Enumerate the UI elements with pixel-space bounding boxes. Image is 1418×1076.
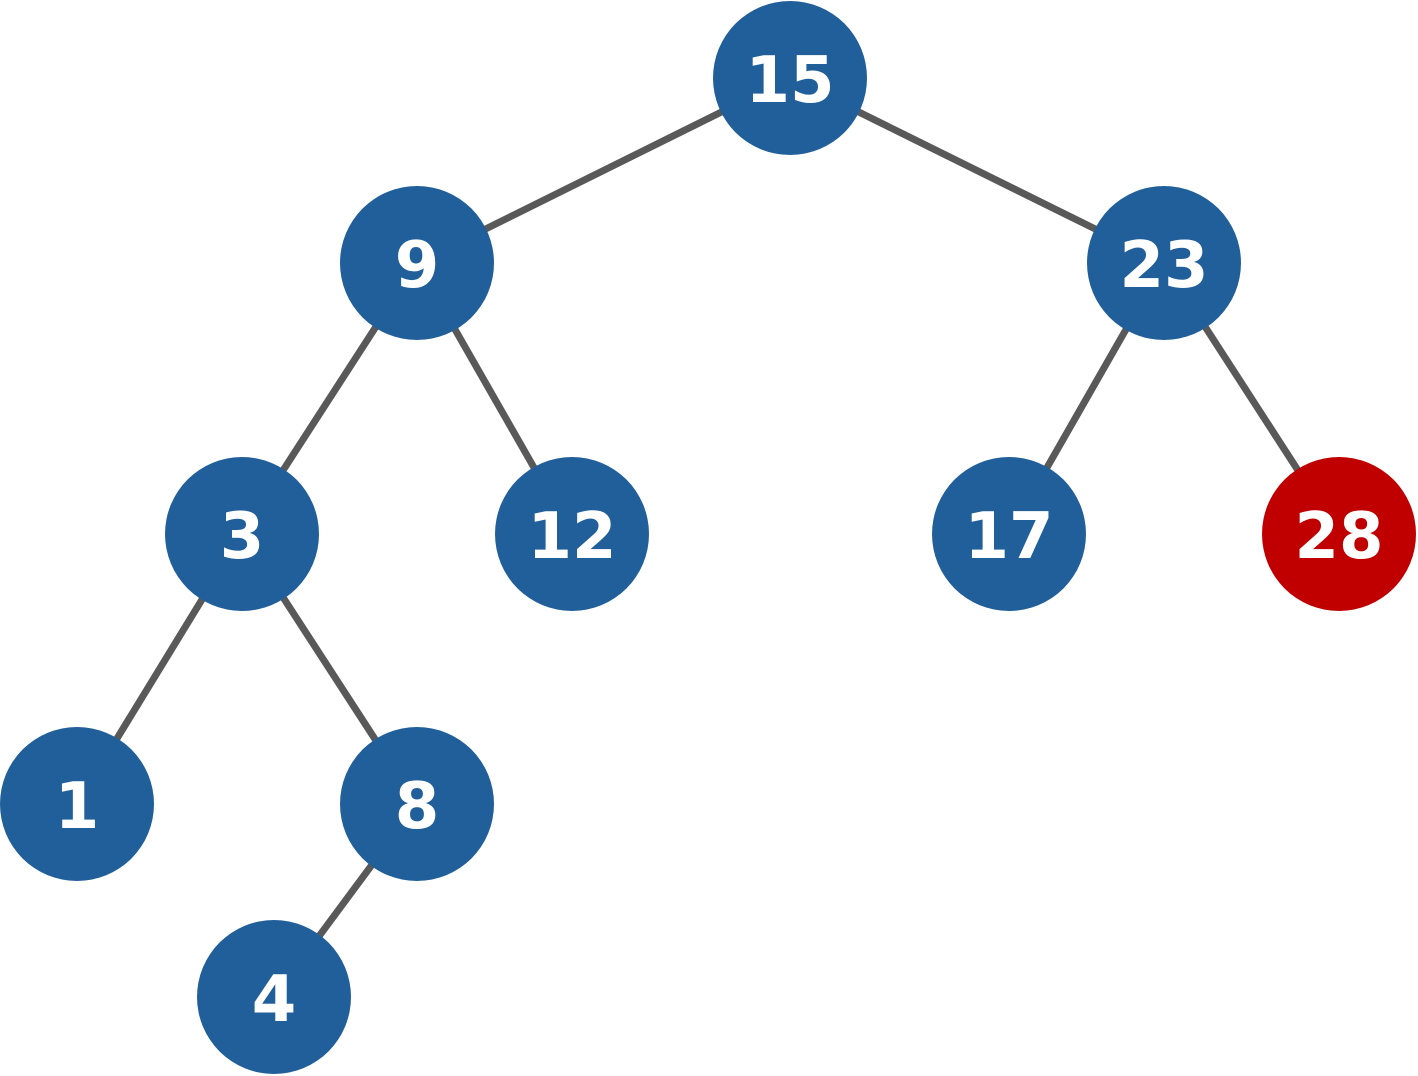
tree-node-8: 8 [340, 727, 494, 881]
tree-node-12: 12 [495, 457, 649, 611]
node-label: 3 [220, 500, 265, 574]
node-label: 9 [395, 229, 440, 303]
edge-8-4 [308, 851, 383, 950]
tree-node-3: 3 [165, 457, 319, 611]
node-label: 1 [55, 770, 100, 844]
node-circle [932, 457, 1086, 611]
node-circle [340, 186, 494, 340]
edge-3-1 [106, 585, 213, 753]
node-circle [713, 1, 867, 155]
node-circle [340, 727, 494, 881]
node-label: 4 [252, 963, 297, 1037]
edge-23-17 [1036, 315, 1137, 482]
edges-layer [106, 102, 1309, 950]
edge-23-28 [1194, 313, 1309, 484]
node-circle [165, 457, 319, 611]
edge-9-3 [272, 313, 387, 484]
node-circle [495, 457, 649, 611]
tree-node-28: 28 [1262, 457, 1416, 611]
tree-node-9: 9 [340, 186, 494, 340]
edge-15-23 [844, 102, 1110, 239]
edge-15-9 [470, 102, 737, 239]
node-circle [0, 727, 154, 881]
tree-node-17: 17 [932, 457, 1086, 611]
tree-node-15: 15 [713, 1, 867, 155]
node-circle [1087, 186, 1241, 340]
node-label: 15 [745, 44, 834, 118]
edge-9-12 [444, 315, 545, 482]
tree-node-23: 23 [1087, 186, 1241, 340]
node-circle [197, 920, 351, 1074]
tree-node-4: 4 [197, 920, 351, 1074]
node-label: 17 [964, 500, 1053, 574]
edge-3-8 [272, 584, 387, 754]
tree-node-1: 1 [0, 727, 154, 881]
node-label: 23 [1119, 229, 1208, 303]
node-circle-highlighted [1262, 457, 1416, 611]
node-label: 12 [527, 500, 616, 574]
node-label: 28 [1294, 500, 1383, 574]
node-label: 8 [395, 770, 440, 844]
